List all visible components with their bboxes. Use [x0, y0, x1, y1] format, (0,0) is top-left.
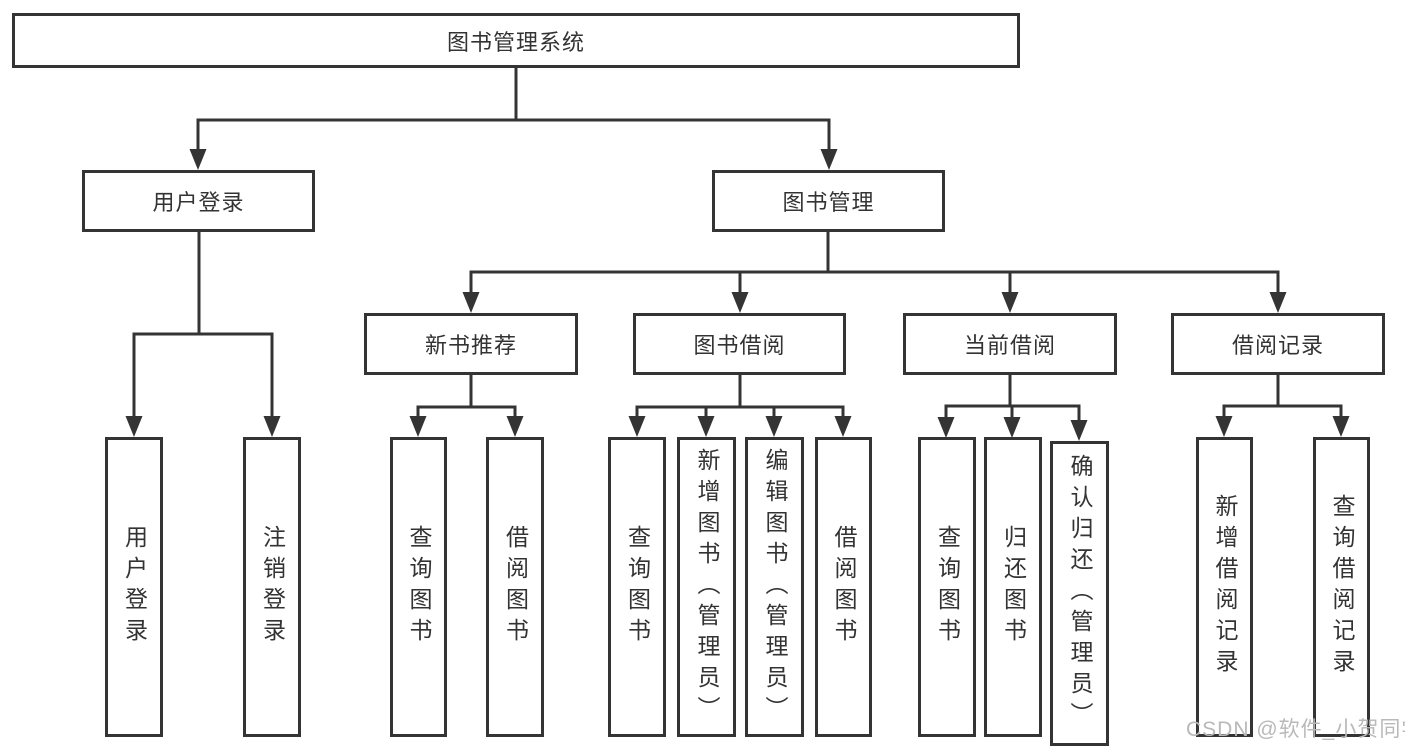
arrowhead — [765, 416, 783, 437]
arrowhead — [462, 292, 480, 313]
arrowheads — [125, 149, 1350, 441]
arrowhead — [189, 149, 207, 170]
leaf-query-book-3: 查询图书 — [918, 437, 976, 737]
node-current-borrow: 当前借阅 — [903, 313, 1117, 375]
leaf-add-book-admin-label: 新增图书（管理员） — [694, 447, 720, 727]
leaf-add-book-admin: 新增图书（管理员） — [677, 437, 736, 737]
arrowhead — [731, 292, 749, 313]
leaf-borrow-book-2: 借阅图书 — [815, 437, 872, 737]
arrowhead — [506, 416, 524, 437]
leaf-borrow-book-2-label: 借阅图书 — [831, 525, 857, 649]
connector-root-to-level2 — [196, 66, 831, 154]
node-current-borrow-label: 当前借阅 — [963, 333, 1056, 358]
node-book-borrow: 图书借阅 — [633, 313, 846, 375]
arrowhead — [1215, 416, 1233, 437]
leaf-query-book-1: 查询图书 — [390, 437, 447, 737]
arrowhead — [697, 416, 715, 437]
node-root-label: 图书管理系统 — [446, 29, 585, 55]
leaf-query-book-1-label: 查询图书 — [406, 525, 432, 649]
arrowhead — [820, 149, 838, 170]
node-borrow-record: 借阅记录 — [1171, 313, 1385, 375]
leaf-borrow-book-1: 借阅图书 — [486, 437, 544, 737]
arrowhead — [1269, 292, 1287, 313]
node-root-system: 图书管理系统 — [12, 13, 1020, 68]
arrowhead — [125, 416, 143, 437]
connector-currentborrow-to-leaves — [944, 373, 1081, 425]
leaf-add-borrow-record-label: 新增借阅记录 — [1212, 494, 1238, 680]
csdn-watermark: CSDN @软件_小贺同学 — [1186, 718, 1405, 741]
node-new-book-recommend-label: 新书推荐 — [424, 333, 517, 358]
node-borrow-record-label: 借阅记录 — [1231, 333, 1324, 358]
connector-userlogin-to-leaves — [132, 230, 274, 421]
connector-borrowrecord-to-leaves — [1222, 373, 1343, 421]
arrowhead — [1003, 417, 1021, 438]
arrowhead — [628, 416, 646, 437]
connector-bookborrow-to-leaves — [635, 373, 845, 421]
leaf-logout-label: 注销登录 — [259, 525, 286, 649]
node-book-management: 图书管理 — [712, 170, 945, 232]
leaf-query-book-2-label: 查询图书 — [624, 525, 651, 649]
leaf-add-borrow-record: 新增借阅记录 — [1196, 437, 1253, 737]
node-new-book-recommend: 新书推荐 — [364, 313, 578, 375]
leaf-user-login-label: 用户登录 — [121, 525, 148, 649]
arrowhead — [1070, 420, 1088, 441]
leaf-confirm-return-admin: 确认归还（管理员） — [1050, 441, 1109, 746]
leaf-query-borrow-record: 查询借阅记录 — [1313, 437, 1370, 737]
node-book-borrow-label: 图书借阅 — [693, 333, 786, 358]
leaf-logout: 注销登录 — [243, 437, 301, 737]
leaf-query-book-2: 查询图书 — [608, 437, 666, 737]
arrowhead — [1332, 416, 1350, 437]
node-user-login-label: 用户登录 — [152, 190, 245, 215]
leaf-edit-book-admin-label: 编辑图书（管理员） — [762, 447, 788, 727]
leaf-edit-book-admin: 编辑图书（管理员） — [745, 437, 804, 737]
arrowhead — [263, 416, 281, 437]
arrowhead — [409, 416, 427, 437]
connector-newbook-to-leaves — [416, 373, 517, 421]
arrowhead — [937, 417, 955, 438]
node-user-login: 用户登录 — [82, 170, 315, 232]
leaf-borrow-book-1-label: 借阅图书 — [502, 525, 529, 649]
node-book-management-label: 图书管理 — [782, 190, 875, 215]
arrowhead — [1001, 292, 1019, 313]
arrowhead — [834, 416, 852, 437]
leaf-return-book-label: 归还图书 — [1000, 525, 1027, 649]
connector-bookmgmt-to-level3 — [469, 230, 1280, 297]
leaf-confirm-return-admin-label: 确认归还（管理员） — [1067, 454, 1093, 733]
leaf-query-borrow-record-label: 查询借阅记录 — [1329, 494, 1355, 680]
leaf-query-book-3-label: 查询图书 — [934, 525, 961, 649]
leaf-user-login: 用户登录 — [105, 437, 163, 737]
leaf-return-book: 归还图书 — [984, 437, 1042, 737]
